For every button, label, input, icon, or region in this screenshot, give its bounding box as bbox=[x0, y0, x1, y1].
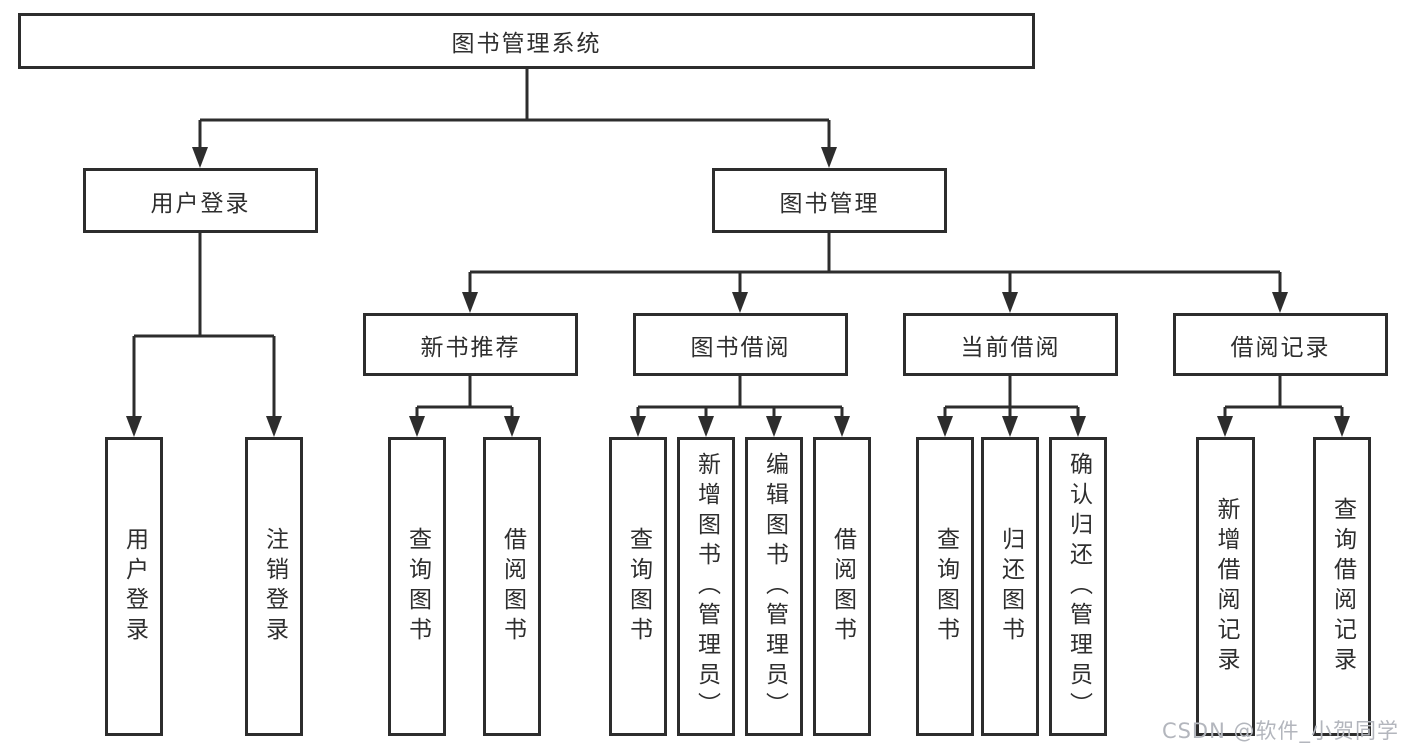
arrowheads bbox=[126, 147, 1350, 437]
connector-book-borrow-to-leaves bbox=[636, 376, 844, 419]
arrowhead bbox=[766, 416, 782, 437]
arrowhead bbox=[821, 147, 837, 168]
leaf-label: 借阅图书 bbox=[499, 526, 526, 647]
leaf-user-login: 用户登录 bbox=[105, 437, 163, 736]
node-label: 当前借阅 bbox=[960, 334, 1061, 361]
leaf-label: 新增借阅记录 bbox=[1213, 496, 1239, 677]
leaf-label: 查询借阅记录 bbox=[1329, 496, 1356, 677]
connector-user-login-to-leaves bbox=[132, 233, 276, 419]
node-book-management: 图书管理 bbox=[712, 168, 947, 233]
arrowhead bbox=[1217, 416, 1233, 437]
leaf-label: 借阅图书 bbox=[829, 526, 856, 647]
arrowhead bbox=[266, 416, 282, 437]
node-label: 图书管理 bbox=[779, 190, 880, 217]
arrowhead bbox=[462, 292, 478, 313]
leaf-add-books-admin: 新增图书（管理员） bbox=[677, 437, 735, 736]
arrowhead bbox=[834, 416, 850, 437]
leaf-confirm-return-admin: 确认归还（管理员） bbox=[1049, 437, 1107, 736]
arrowhead bbox=[1002, 416, 1018, 437]
node-label: 新书推荐 bbox=[420, 334, 521, 361]
arrowhead bbox=[732, 292, 748, 313]
arrowhead bbox=[698, 416, 714, 437]
node-user-login: 用户登录 bbox=[83, 168, 318, 233]
node-label: 图书借阅 bbox=[690, 334, 791, 361]
leaf-query-books-borrow: 查询图书 bbox=[609, 437, 667, 736]
arrowhead bbox=[1002, 292, 1018, 313]
leaf-label: 确认归还（管理员） bbox=[1065, 451, 1092, 722]
arrowhead bbox=[630, 416, 646, 437]
leaf-query-books-recommend: 查询图书 bbox=[388, 437, 446, 736]
connector-borrow-records-to-leaves bbox=[1223, 376, 1344, 419]
node-label: 借阅记录 bbox=[1230, 334, 1331, 361]
leaf-query-books-current: 查询图书 bbox=[916, 437, 974, 736]
connector-root-to-level2 bbox=[198, 69, 831, 150]
node-book-borrowing: 图书借阅 bbox=[633, 313, 848, 376]
arrowhead bbox=[1070, 416, 1086, 437]
leaf-label: 查询图书 bbox=[625, 526, 652, 647]
leaf-borrow-books: 借阅图书 bbox=[813, 437, 871, 736]
node-new-book-recommendation: 新书推荐 bbox=[363, 313, 578, 376]
leaf-borrow-books-recommend: 借阅图书 bbox=[483, 437, 541, 736]
node-label: 图书管理系统 bbox=[451, 31, 602, 57]
leaf-label: 用户登录 bbox=[121, 526, 148, 647]
arrowhead bbox=[1334, 416, 1350, 437]
leaf-query-borrow-record: 查询借阅记录 bbox=[1313, 437, 1371, 736]
leaf-label: 注销登录 bbox=[261, 526, 288, 647]
arrowhead bbox=[192, 147, 208, 168]
arrowhead bbox=[1272, 292, 1288, 313]
arrowhead bbox=[504, 416, 520, 437]
leaf-return-books: 归还图书 bbox=[981, 437, 1039, 736]
leaf-edit-books-admin: 编辑图书（管理员） bbox=[745, 437, 803, 736]
leaf-logout: 注销登录 bbox=[245, 437, 303, 736]
leaf-label: 编辑图书（管理员） bbox=[761, 451, 788, 722]
node-library-management-system: 图书管理系统 bbox=[18, 13, 1035, 69]
connector-book-mgmt-to-level3 bbox=[468, 233, 1282, 295]
arrowhead bbox=[126, 416, 142, 437]
node-borrowing-records: 借阅记录 bbox=[1173, 313, 1388, 376]
arrowhead bbox=[409, 416, 425, 437]
node-current-borrowing: 当前借阅 bbox=[903, 313, 1118, 376]
csdn-watermark: CSDN @软件_小贺同学 bbox=[1161, 719, 1399, 743]
leaf-label: 新增图书（管理员） bbox=[693, 451, 720, 722]
arrowhead bbox=[937, 416, 953, 437]
leaf-label: 查询图书 bbox=[404, 526, 431, 647]
node-label: 用户登录 bbox=[150, 190, 251, 217]
leaf-add-borrow-record: 新增借阅记录 bbox=[1196, 437, 1255, 736]
leaf-label: 查询图书 bbox=[932, 526, 959, 647]
connector-current-borrow-to-leaves bbox=[943, 376, 1080, 419]
connector-new-book-to-leaves bbox=[415, 376, 514, 419]
leaf-label: 归还图书 bbox=[997, 526, 1024, 647]
